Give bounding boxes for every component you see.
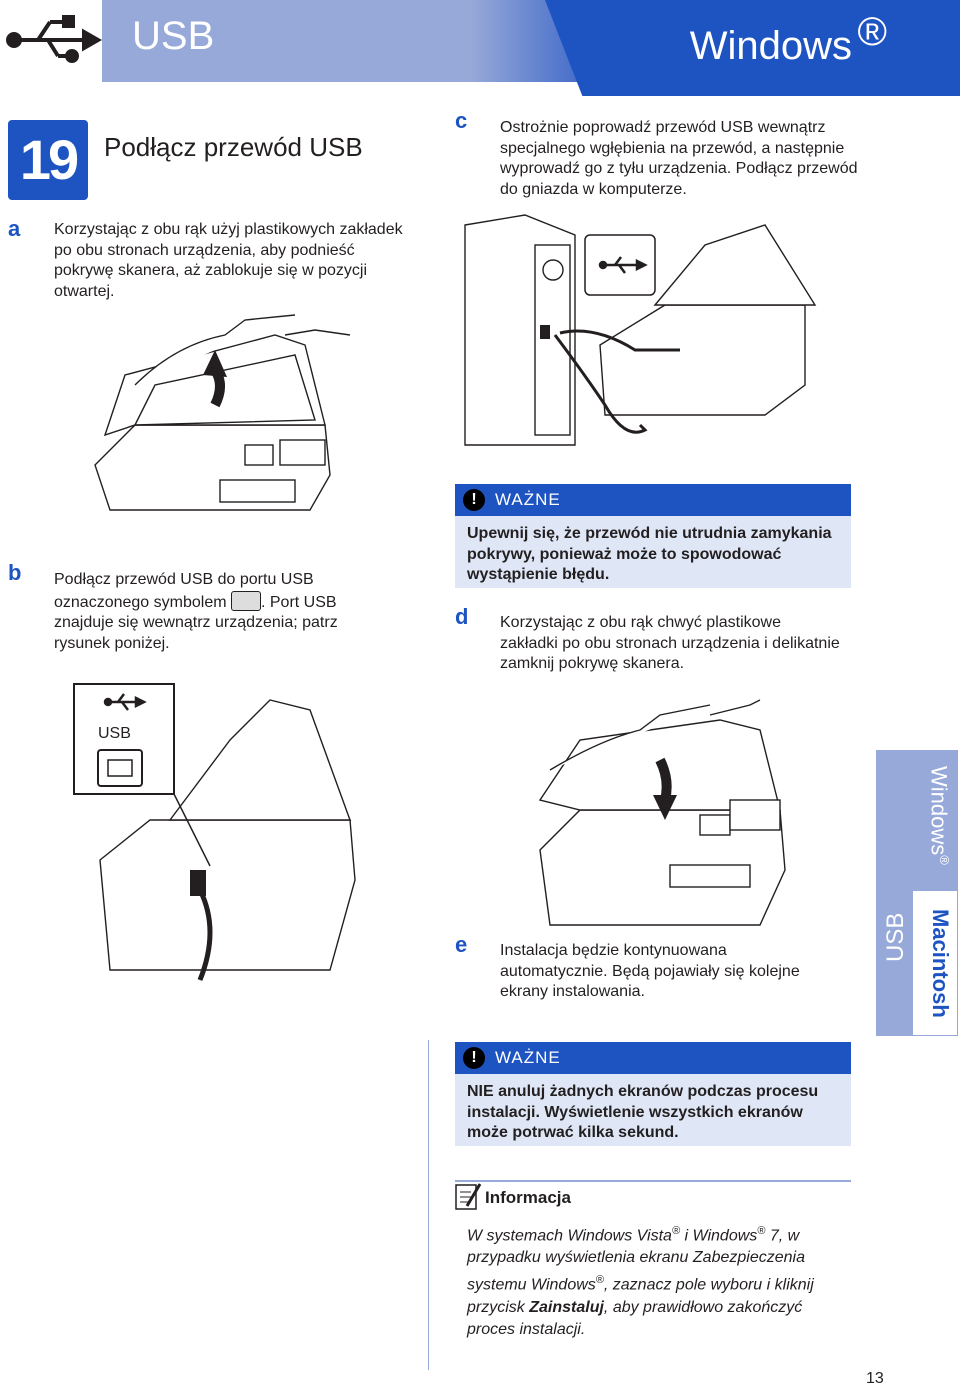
side-tab: USB Windows® Macintosh <box>876 750 958 1036</box>
page-number: 13 <box>866 1370 884 1387</box>
side-windows-label: Windows® <box>926 766 952 865</box>
important-box-2: ! WAŻNE NIE anuluj żadnych ekranów podcz… <box>455 1042 851 1146</box>
usb-port-callout-illustration: USB <box>73 683 356 981</box>
step-letter-b: b <box>8 560 22 585</box>
important-text-2: NIE anuluj żadnych ekranów podczas proce… <box>467 1083 819 1141</box>
important-text-1: Upewnij się, że przewód nie utrudnia zam… <box>467 525 832 583</box>
info-text-3: 7, w przypadku wyświetlenia ekranu Zabez… <box>467 1227 805 1294</box>
side-tab-windows: Windows® <box>912 750 958 890</box>
side-tab-macintosh: Macintosh <box>912 890 958 1036</box>
step-b-text-after: . Port USB znajduje się wewnątrz urządze… <box>54 593 338 652</box>
printer-lid-close-illustration <box>538 699 786 926</box>
step-letter-c: c <box>455 108 468 133</box>
exclamation-icon: ! <box>463 1047 485 1069</box>
step-letter-a: a <box>8 216 21 241</box>
printer-lid-open-illustration <box>94 314 351 511</box>
registered-mark: ® <box>595 1274 604 1287</box>
important-header-1: ! WAŻNE <box>455 484 851 516</box>
usb-icon <box>6 15 103 63</box>
important-label-1: WAŻNE <box>495 490 561 509</box>
header-registered-mark: ® <box>857 10 887 54</box>
important-box-1: ! WAŻNE Upewnij się, że przewód nie utru… <box>455 484 851 588</box>
note-pencil-icon <box>455 1183 482 1210</box>
side-usb-label: USB <box>882 912 909 962</box>
side-registered-mark: ® <box>937 855 952 865</box>
header-windows-label: Windows <box>689 24 852 68</box>
important-header-2: ! WAŻNE <box>455 1042 851 1074</box>
step-letter-e: e <box>455 932 468 957</box>
step-b-text: Podłącz przewód USB do portu USB oznaczo… <box>54 570 384 654</box>
step-b-text-before: Podłącz przewód USB do portu USB oznaczo… <box>54 571 314 611</box>
header-usb-icon-area <box>0 0 103 82</box>
step-d-text: Korzystając z obu rąk chwyć plastikowe z… <box>500 614 840 672</box>
figure-usb-label: USB <box>98 725 131 742</box>
step-e-text: Instalacja będzie kontynuowana automatyc… <box>500 942 800 1000</box>
registered-mark: ® <box>671 1225 681 1237</box>
usb-symbol-icon <box>230 590 261 611</box>
step-letter-d: d <box>455 604 469 629</box>
exclamation-icon: ! <box>463 489 485 511</box>
step-title: Podłącz przewód USB <box>104 132 363 162</box>
header-usb-label: USB <box>132 14 215 58</box>
header-windows-band: Windows ® <box>545 0 960 96</box>
divider-line <box>428 1040 429 1370</box>
info-text: W systemach Windows Vista® i Windows® 7,… <box>467 1220 851 1341</box>
step-a-text: Korzystając z obu rąk użyj plastikowych … <box>54 221 403 300</box>
step-number: 19 <box>8 120 88 200</box>
info-text-4: , zaznacz pole wyboru i kliknij przycisk <box>467 1276 814 1316</box>
info-text-5: , aby prawidłowo zakończyć proces instal… <box>467 1298 803 1338</box>
side-windows-text: Windows <box>926 766 952 856</box>
info-box: Informacja W systemach Windows Vista® i … <box>455 1180 851 1338</box>
info-text-2: i Windows <box>680 1227 758 1245</box>
info-label: Informacja <box>485 1188 571 1207</box>
cable-route-computer-illustration <box>464 214 817 446</box>
info-text-1: W systemach Windows Vista <box>467 1227 672 1245</box>
registered-mark: ® <box>757 1225 766 1237</box>
important-label-2: WAŻNE <box>495 1048 561 1067</box>
side-tab-usb: USB <box>876 750 912 1036</box>
step-c-text: Ostrożnie poprowadź przewód USB wewnątrz… <box>500 119 858 198</box>
side-macintosh-label: Macintosh <box>928 909 953 1018</box>
info-bold-install: Zainstaluj <box>529 1298 604 1316</box>
